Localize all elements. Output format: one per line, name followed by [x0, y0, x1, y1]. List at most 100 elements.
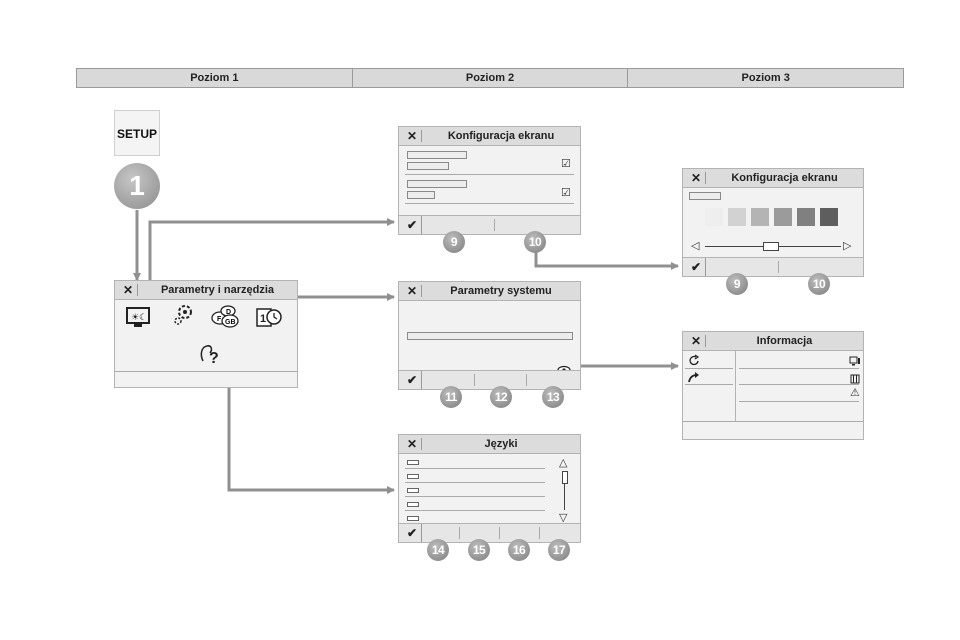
screen-config-header: ✕ Konfiguracja ekranu	[399, 127, 580, 146]
callout-badge: 9	[726, 273, 748, 295]
divider	[739, 384, 859, 385]
divider	[739, 401, 859, 402]
divider	[115, 371, 297, 372]
warning-icon: ⚠	[850, 387, 860, 399]
display-settings-icon[interactable]: ☀☾	[125, 306, 151, 330]
color-swatch[interactable]	[728, 208, 746, 226]
languages-footer: ✔	[399, 523, 580, 542]
close-icon[interactable]: ✕	[119, 284, 138, 296]
help-icon[interactable]: ?	[197, 341, 227, 367]
info-title: Informacja	[756, 335, 813, 347]
scroll-up-icon[interactable]: △	[559, 457, 568, 469]
divider	[405, 510, 545, 511]
option-field[interactable]	[407, 151, 467, 159]
color-swatch[interactable]	[797, 208, 815, 226]
screen-config-panel: ✕ Konfiguracja ekranu ☑ ☑ ✔	[398, 126, 581, 235]
language-item[interactable]	[407, 502, 419, 507]
languages-title: Języki	[484, 438, 518, 450]
level-3-label: Poziom 3	[741, 72, 790, 84]
close-icon[interactable]: ✕	[687, 172, 706, 184]
svg-text:☀☾: ☀☾	[131, 313, 147, 323]
callout-badge: 16	[508, 539, 530, 561]
color-swatch[interactable]	[820, 208, 838, 226]
footer-separator	[459, 527, 460, 539]
languages-header: ✕ Języki	[399, 435, 580, 454]
return-arrow-icon[interactable]	[687, 370, 701, 383]
callout-badge: 10	[524, 231, 546, 253]
slider-thumb[interactable]	[763, 242, 779, 251]
divider	[405, 496, 545, 497]
callout-badge: 17	[548, 539, 570, 561]
memory-icon	[850, 371, 860, 384]
device-icon	[849, 353, 861, 366]
info-header: ✕ Informacja	[683, 332, 863, 351]
flag-letter-gb: GB	[225, 319, 236, 326]
color-swatch[interactable]	[774, 208, 792, 226]
slider-right-icon[interactable]: ▷	[843, 240, 852, 252]
check-icon[interactable]: ✔	[403, 524, 422, 542]
color-swatch[interactable]	[751, 208, 769, 226]
language-item[interactable]	[407, 460, 419, 465]
close-icon[interactable]: ✕	[403, 285, 422, 297]
level-2-label: Poziom 2	[353, 69, 629, 87]
arrow-screen-config-to-l3	[534, 252, 679, 270]
divider	[405, 203, 574, 204]
gear-icon[interactable]	[173, 303, 195, 327]
divider	[739, 368, 859, 369]
check-icon[interactable]: ✔	[687, 258, 706, 276]
system-footer: ✔	[399, 370, 580, 389]
screen-config-l3-footer: ✔	[683, 257, 863, 276]
checkbox-checked-icon[interactable]: ☑	[561, 187, 571, 199]
divider	[405, 174, 574, 175]
option-field[interactable]	[407, 162, 449, 170]
calendar-clock-icon[interactable]: 1	[255, 306, 285, 330]
language-item[interactable]	[407, 516, 419, 521]
divider	[683, 421, 863, 422]
checkbox-checked-icon[interactable]: ☑	[561, 158, 571, 170]
level-header: Poziom 1 Poziom 2 Poziom 3	[76, 68, 904, 88]
divider	[405, 468, 545, 469]
callout-badge: 13	[542, 386, 564, 408]
scrollbar-thumb[interactable]	[562, 471, 568, 484]
check-icon[interactable]: ✔	[403, 216, 422, 234]
option-field[interactable]	[407, 180, 467, 188]
system-panel: ✕ Parametry systemu ✔	[398, 281, 581, 390]
divider	[685, 368, 733, 369]
languages-panel: ✕ Języki △ ▽ ✔	[398, 434, 581, 543]
close-icon[interactable]: ✕	[403, 130, 422, 142]
option-field[interactable]	[407, 332, 573, 340]
callout-badge: 12	[490, 386, 512, 408]
callout-badge: 11	[440, 386, 462, 408]
flag-letter-f: F	[217, 316, 222, 323]
scroll-down-icon[interactable]: ▽	[559, 512, 568, 524]
scrollbar-track[interactable]	[564, 484, 565, 510]
refresh-icon[interactable]	[687, 353, 701, 366]
check-icon[interactable]: ✔	[403, 371, 422, 389]
callout-badge: 9	[443, 231, 465, 253]
system-title: Parametry systemu	[450, 285, 552, 297]
info-panel: ✕ Informacja ⚠	[682, 331, 864, 440]
close-icon[interactable]: ✕	[403, 438, 422, 450]
tools-panel-title: Parametry i narzędzia	[160, 284, 275, 296]
option-field[interactable]	[407, 191, 435, 199]
setup-button[interactable]: SETUP	[114, 110, 160, 156]
screen-config-l3-header: ✕ Konfiguracja ekranu	[683, 169, 863, 188]
language-item[interactable]	[407, 474, 419, 479]
footer-separator	[526, 374, 527, 386]
option-field[interactable]	[689, 192, 721, 200]
divider	[685, 384, 733, 385]
language-flags-icon[interactable]: F D GB	[211, 303, 241, 329]
level-1-label: Poziom 1	[77, 69, 353, 87]
footer-separator	[539, 527, 540, 539]
footer-separator	[474, 374, 475, 386]
footer-separator	[499, 527, 500, 539]
language-item[interactable]	[407, 488, 419, 493]
flag-letter-d: D	[226, 309, 231, 316]
screen-config-l3-panel: ✕ Konfiguracja ekranu ◁ ▷ ✔	[682, 168, 864, 277]
divider	[405, 482, 545, 483]
color-swatch[interactable]	[705, 208, 723, 226]
close-icon[interactable]: ✕	[687, 335, 706, 347]
callout-badge: 10	[808, 273, 830, 295]
slider-left-icon[interactable]: ◁	[691, 240, 700, 252]
footer-separator	[778, 261, 779, 273]
